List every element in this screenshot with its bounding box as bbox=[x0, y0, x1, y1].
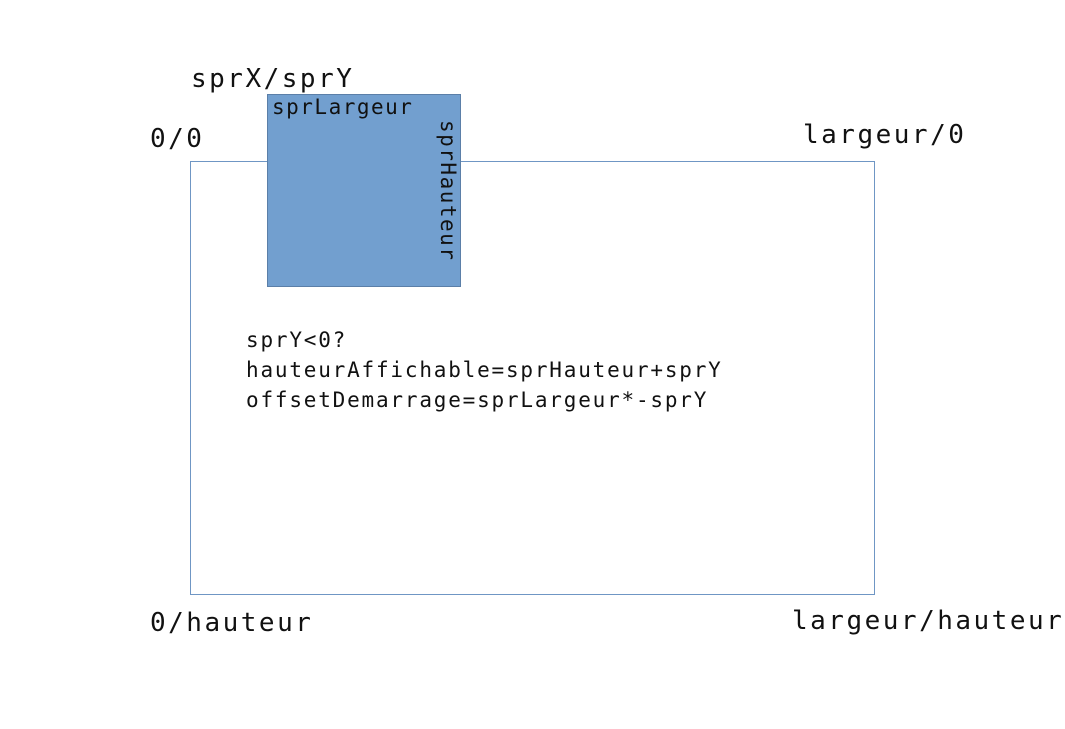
sprite-height-label: sprHauteur bbox=[436, 120, 460, 262]
formula-condition: sprY<0? bbox=[246, 328, 348, 352]
screen-area-rect bbox=[190, 161, 875, 595]
sprite-width-label: sprLargeur bbox=[272, 95, 414, 119]
sprite-rect bbox=[267, 94, 461, 287]
corner-bottom-right-label: largeur/hauteur bbox=[792, 606, 1065, 636]
corner-top-left-label: 0/0 bbox=[150, 124, 205, 154]
formula-start-offset: offsetDemarrage=sprLargeur*-sprY bbox=[246, 388, 709, 412]
corner-bottom-left-label: 0/hauteur bbox=[150, 608, 314, 638]
formula-block: sprY<0? hauteurAffichable=sprHauteur+spr… bbox=[246, 325, 723, 415]
formula-displayable-height: hauteurAffichable=sprHauteur+sprY bbox=[246, 358, 723, 382]
corner-top-right-label: largeur/0 bbox=[803, 120, 967, 150]
sprite-position-label: sprX/sprY bbox=[191, 64, 355, 94]
